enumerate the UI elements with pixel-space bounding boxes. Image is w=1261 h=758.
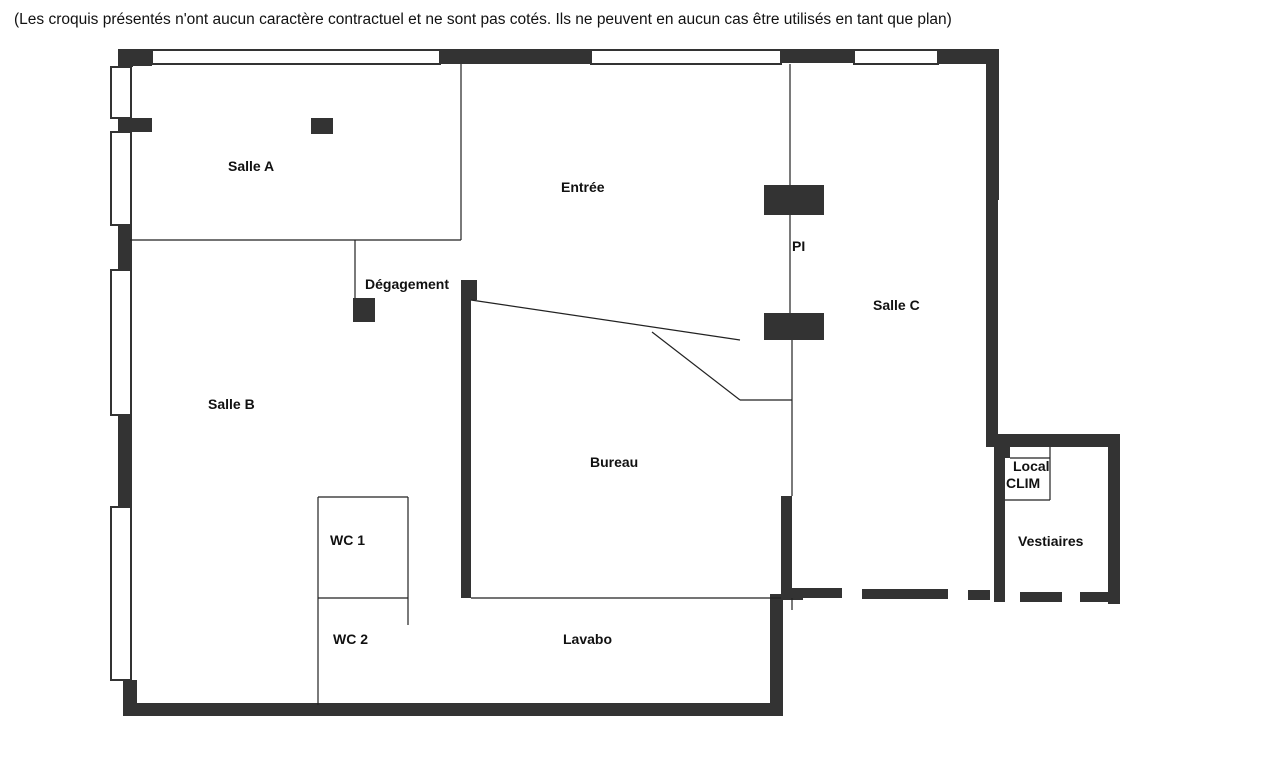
room-wc1: WC 1 bbox=[330, 532, 365, 548]
wall-clim-top bbox=[1000, 434, 1120, 447]
room-local-clim-line2: CLIM bbox=[1006, 475, 1041, 491]
room-salle-c: Salle C bbox=[873, 297, 920, 313]
window-left-1 bbox=[110, 66, 132, 119]
room-degagement: Dégagement bbox=[365, 276, 450, 292]
room-salle-a: Salle A bbox=[228, 158, 275, 174]
wall-left-top bbox=[118, 49, 133, 67]
window-left-4 bbox=[110, 506, 132, 681]
room-vestiaires: Vestiaires bbox=[1018, 533, 1084, 549]
window-left-3 bbox=[110, 269, 132, 416]
wall-top-far-right bbox=[937, 49, 998, 64]
wall-top-right bbox=[780, 49, 854, 63]
room-entree: Entrée bbox=[561, 179, 605, 195]
pillar-degagement bbox=[353, 298, 375, 322]
window-top-3 bbox=[853, 49, 939, 65]
windows bbox=[110, 49, 939, 681]
wall-top-middle bbox=[440, 49, 590, 64]
wall-bureau-right bbox=[781, 496, 792, 596]
room-bureau: Bureau bbox=[590, 454, 639, 470]
line-diagonal-bureau bbox=[651, 331, 741, 401]
wall-bottom-right-4 bbox=[1020, 592, 1062, 602]
wall-bureau-top-stub bbox=[463, 280, 477, 300]
window-left-2 bbox=[110, 131, 132, 226]
wall-left-lower bbox=[118, 415, 132, 475]
room-local-clim-line1: Local bbox=[1013, 458, 1050, 474]
exterior-walls bbox=[118, 49, 1120, 716]
disclaimer-text: (Les croquis présentés n'ont aucun carac… bbox=[14, 11, 952, 28]
wall-right-lower bbox=[1108, 434, 1120, 604]
wall-bottom-right-return bbox=[770, 594, 783, 714]
room-wc2: WC 2 bbox=[333, 631, 368, 647]
wall-bottom-right-2 bbox=[862, 589, 948, 599]
wall-clim-left bbox=[994, 434, 1005, 602]
wall-bottom-right-3 bbox=[968, 590, 990, 600]
wall-bottom bbox=[123, 703, 783, 716]
room-salle-b: Salle B bbox=[208, 396, 255, 412]
wall-bureau-left bbox=[461, 280, 471, 598]
wall-left-stub bbox=[118, 118, 152, 132]
interior-lines bbox=[130, 64, 1051, 705]
wall-left-mid bbox=[118, 225, 132, 270]
wall-bottom-right-1 bbox=[792, 588, 842, 598]
wall-right-middle bbox=[986, 185, 998, 447]
room-pi: PI bbox=[792, 238, 806, 254]
window-top-1 bbox=[151, 49, 441, 65]
wall-clim-corner bbox=[1000, 434, 1010, 458]
wall-bottom-left-corner bbox=[123, 680, 137, 714]
block-pi-top bbox=[764, 185, 824, 215]
line-door-1 bbox=[470, 299, 741, 341]
wall-bottom-right-5 bbox=[1080, 592, 1120, 602]
block-pi-bottom bbox=[764, 313, 824, 340]
wall-right-upper bbox=[986, 49, 999, 200]
room-lavabo: Lavabo bbox=[563, 631, 613, 647]
window-top-2 bbox=[590, 49, 782, 65]
wall-left-lower-2 bbox=[118, 475, 132, 507]
pillar-salle-a bbox=[311, 118, 333, 134]
